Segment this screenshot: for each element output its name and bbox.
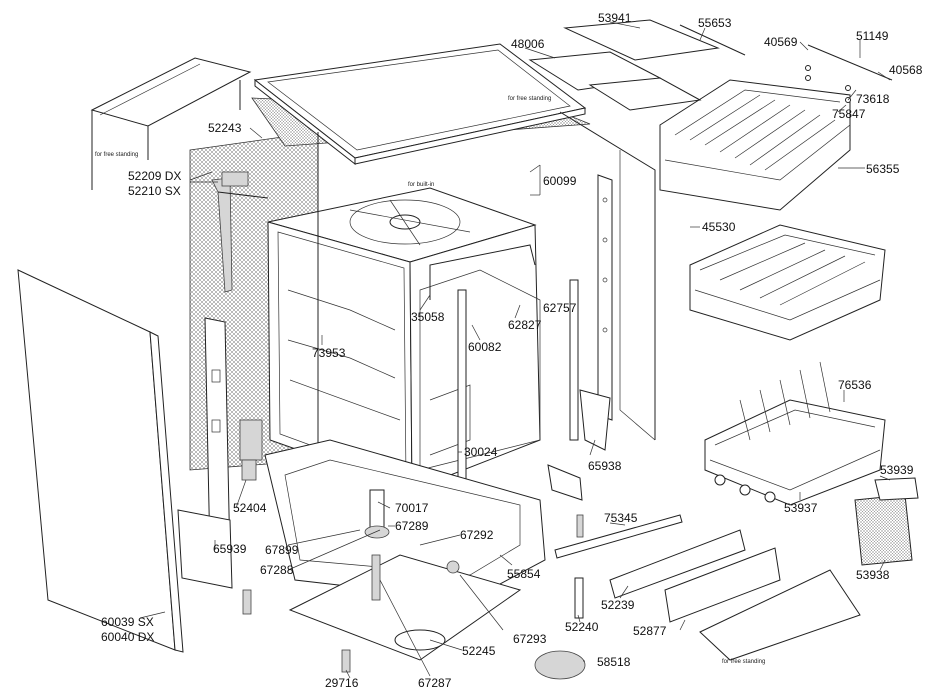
label-48006: 48006 <box>511 37 545 51</box>
label-35058: 35058 <box>411 310 445 324</box>
label-45530: 45530 <box>702 220 736 234</box>
label-52245: 52245 <box>462 644 496 658</box>
note-built-in: for built-in <box>408 182 434 188</box>
label-52239: 52239 <box>601 598 635 612</box>
side-rail-right <box>597 174 613 421</box>
rail-52239 <box>609 529 746 599</box>
label-52209: 52209 DX <box>128 169 181 183</box>
label-51149: 51149 <box>856 29 889 43</box>
label-56355: 56355 <box>866 162 900 176</box>
note-free-standing-kick: for free standing <box>722 659 765 665</box>
lower-basket <box>704 361 886 506</box>
part-58518 <box>534 650 586 680</box>
label-30024: 30024 <box>464 445 498 459</box>
label-52210: 52210 SX <box>128 184 181 198</box>
upper-basket <box>659 79 851 211</box>
label-70017: 70017 <box>395 501 429 515</box>
label-67288: 67288 <box>260 563 294 577</box>
label-52404: 52404 <box>233 501 267 515</box>
base-frame <box>264 439 546 601</box>
label-53937: 53937 <box>784 501 818 515</box>
label-29716: 29716 <box>325 676 359 690</box>
label-76536: 76536 <box>838 378 872 392</box>
leader-lines <box>139 21 891 679</box>
kickplate-free-standing <box>699 569 861 661</box>
label-73953: 73953 <box>312 346 346 360</box>
label-52243: 52243 <box>208 121 242 135</box>
top-shelf <box>90 57 252 127</box>
label-60082: 60082 <box>468 340 502 354</box>
label-53939: 53939 <box>880 463 914 477</box>
bracket-55854 <box>547 464 583 501</box>
label-62827: 62827 <box>508 318 542 332</box>
label-67899: 67899 <box>265 543 299 557</box>
door-panel <box>17 269 176 651</box>
kickplate-52877 <box>664 547 781 623</box>
label-60099: 60099 <box>543 174 577 188</box>
label-55854: 55854 <box>507 567 541 581</box>
label-52877: 52877 <box>633 624 667 638</box>
label-73618: 73618 <box>856 92 890 106</box>
cutlery-tray-top <box>563 19 720 61</box>
middle-basket <box>689 224 886 341</box>
label-67292: 67292 <box>460 528 494 542</box>
note-free-standing-shelf: for free standing <box>95 152 138 158</box>
label-60040: 60040 DX <box>101 630 154 644</box>
cutlery-basket <box>854 494 913 566</box>
label-67293: 67293 <box>513 632 547 646</box>
label-65939: 65939 <box>213 542 247 556</box>
label-58518: 58518 <box>597 655 631 669</box>
label-67289: 67289 <box>395 519 429 533</box>
label-67287: 67287 <box>418 676 452 690</box>
bottom-pan <box>288 554 522 661</box>
label-55653: 55653 <box>698 16 732 30</box>
label-53941: 53941 <box>598 11 632 25</box>
label-53938: 53938 <box>856 568 890 582</box>
label-60039: 60039 SX <box>101 615 154 629</box>
label-40569: 40569 <box>764 35 798 49</box>
label-40568: 40568 <box>889 63 923 77</box>
label-62757: 62757 <box>543 301 577 315</box>
label-52240: 52240 <box>565 620 599 634</box>
label-65938: 65938 <box>588 459 622 473</box>
rail-75345 <box>554 514 683 559</box>
note-free-standing-top: for free standing <box>508 96 551 102</box>
label-75345: 75345 <box>604 511 638 525</box>
label-75847: 75847 <box>832 107 866 121</box>
